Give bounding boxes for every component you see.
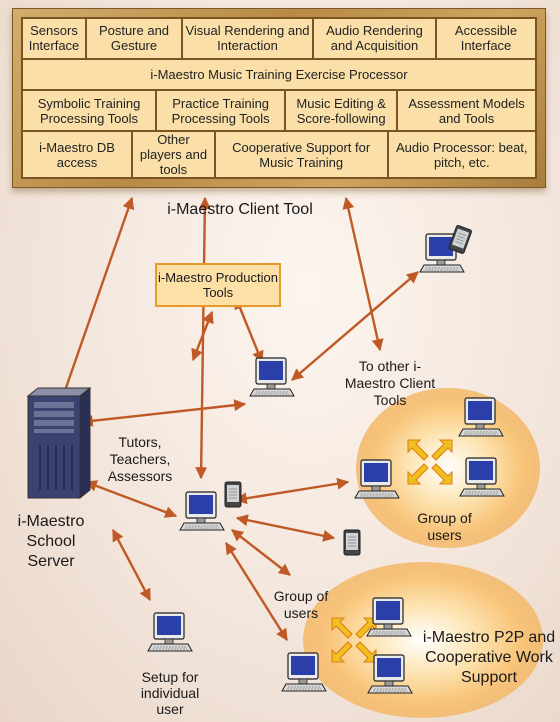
link-server-tutorpc [84,480,178,518]
p2p-label: i-Maestro P2P and Cooperative Work Suppo… [422,629,556,686]
tutors-label: Tutors, Teachers, Assessors [107,434,173,484]
group-glow-right [356,388,540,548]
client-tool-panel: Sensors Interface Posture and Gesture Vi… [12,8,546,188]
link-pc-mobile [291,271,419,381]
module-exercise-processor: i-Maestro Music Training Exercise Proces… [23,59,535,90]
link-tutorpc-p2p [224,541,289,642]
setup-individual-label: Setup for individual user [140,669,200,717]
link-panel-otherclients [342,196,384,352]
desktop-computer-icon [249,357,295,397]
module-sensors-interface: Sensors Interface [23,19,85,58]
tablet-icon [224,481,242,508]
link-prod-tutors [191,310,214,362]
desktop-computer-icon [147,612,193,652]
module-assessment-models: Assessment Models and Tools [398,91,535,130]
group-bottom-label: Group of users [273,588,329,621]
module-visual-rendering: Visual Rendering and Interaction [183,19,312,58]
panel-row-2: i-Maestro Music Training Exercise Proces… [23,59,535,90]
module-db-access: i-Maestro DB access [23,132,132,177]
module-audio-processor: Audio Processor: beat, pitch, etc. [388,132,535,177]
link-panel-server [57,196,135,407]
module-accessible-interface: Accessible Interface [437,19,535,58]
tablet-icon [343,529,361,556]
server-tower-icon [26,386,92,500]
module-practice-training: Practice Training Processing Tools [157,91,285,130]
client-tool-label: i-Maestro Client Tool [167,201,313,218]
to-other-clients-label: To other i-Maestro Client Tools [344,358,436,408]
link-prod-pc [234,296,264,364]
group-glow-bottom [303,562,543,718]
panel-row-1: Sensors Interface Posture and Gesture Vi… [23,19,535,58]
link-tutorpc-tablet [235,514,336,542]
link-server-setup [111,528,152,602]
module-audio-rendering: Audio Rendering and Acquisition [314,19,435,58]
panel-row-4: i-Maestro DB access Other players and to… [23,132,535,177]
school-server-label: i-Maestro School Server [17,513,85,570]
tablet-icon [447,224,473,255]
module-other-players: Other players and tools [133,132,214,177]
production-tools-box: i-Maestro Production Tools [155,263,281,307]
panel-row-3: Symbolic Training Processing Tools Pract… [23,91,535,130]
module-music-editing: Music Editing & Score-following [286,91,397,130]
module-symbolic-training: Symbolic Training Processing Tools [23,91,156,130]
link-tutorpc-group [234,477,350,505]
desktop-computer-icon [179,491,225,531]
link-server-pc [80,399,247,427]
module-cooperative-support: Cooperative Support for Music Training [215,132,387,177]
group-right-label: Group of users [417,510,472,543]
module-posture-gesture: Posture and Gesture [87,19,181,58]
